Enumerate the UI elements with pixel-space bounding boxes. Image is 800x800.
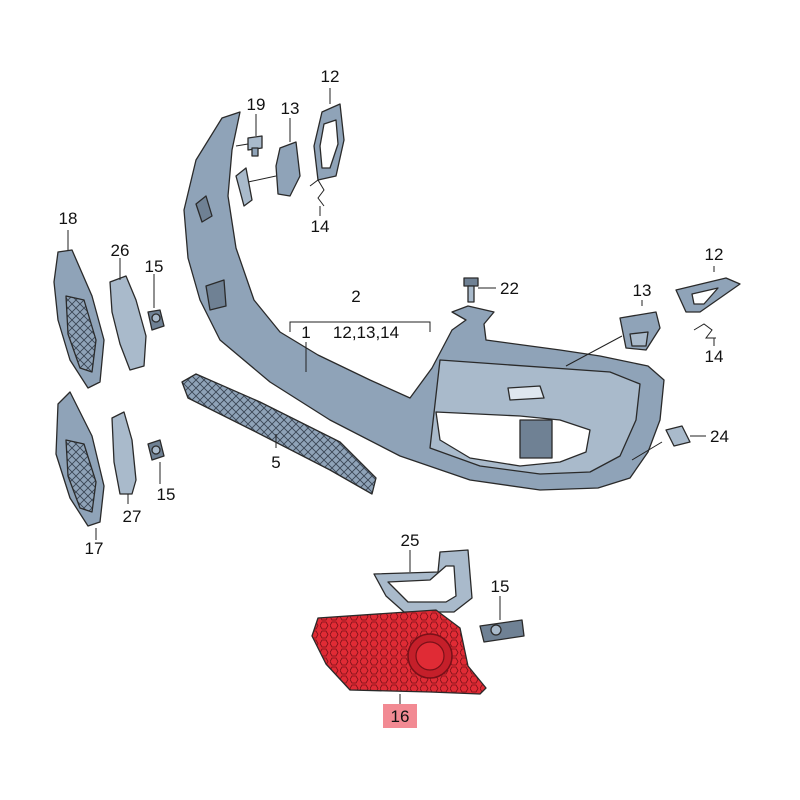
callout-15-bottom: 15 xyxy=(491,577,510,596)
fog-light-grille-16 xyxy=(311,609,487,704)
callout-16-highlight xyxy=(383,704,417,728)
callout-19: 19 xyxy=(247,95,266,114)
washer-cover-12-right xyxy=(675,266,741,313)
callout-1: 1 xyxy=(301,323,310,342)
bolt-22 xyxy=(463,277,496,303)
callout-2-bracket xyxy=(289,321,431,332)
callout-18: 18 xyxy=(59,209,78,228)
callout-12-right: 12 xyxy=(705,245,724,264)
callout-24: 24 xyxy=(710,427,729,446)
washer-cap-13-left xyxy=(247,141,301,197)
callout-15-lower: 15 xyxy=(157,485,176,504)
callout-16: 16 xyxy=(391,707,410,726)
callout-12-left: 12 xyxy=(321,67,340,86)
callout-26: 26 xyxy=(111,241,130,260)
bracket-27 xyxy=(111,411,137,495)
callout-22: 22 xyxy=(500,279,519,298)
washer-cap-13-right xyxy=(619,300,661,351)
spring-clip-14-right xyxy=(693,323,716,339)
sensor-holder-15-upper xyxy=(147,309,165,331)
callout-2: 2 xyxy=(351,287,360,306)
callout-25: 25 xyxy=(401,531,420,550)
washer-cover-12-left xyxy=(313,103,345,181)
callout-27: 27 xyxy=(123,507,142,526)
clip-19 xyxy=(235,135,263,157)
left-upper-grille xyxy=(53,249,105,389)
callout-14-left: 14 xyxy=(311,217,330,236)
bumper-cover xyxy=(183,111,665,491)
callout-2-sub: 12,13,14 xyxy=(333,323,399,342)
callout-5: 5 xyxy=(271,453,280,472)
bracket-26 xyxy=(109,275,147,371)
callout-13-right: 13 xyxy=(633,281,652,300)
callout-17: 17 xyxy=(85,539,104,558)
bracket-25 xyxy=(373,549,473,613)
spring-clip-14-left xyxy=(309,179,325,207)
lower-spoiler xyxy=(181,373,377,495)
callout-13-left: 13 xyxy=(281,99,300,118)
callout-14-right: 14 xyxy=(705,347,724,366)
sensor-holder-15-lower xyxy=(147,439,165,461)
left-lower-grille xyxy=(55,391,105,527)
sensor-holder-15-bottom xyxy=(479,619,525,643)
clip-24 xyxy=(665,425,706,447)
callout-15-upper: 15 xyxy=(145,257,164,276)
